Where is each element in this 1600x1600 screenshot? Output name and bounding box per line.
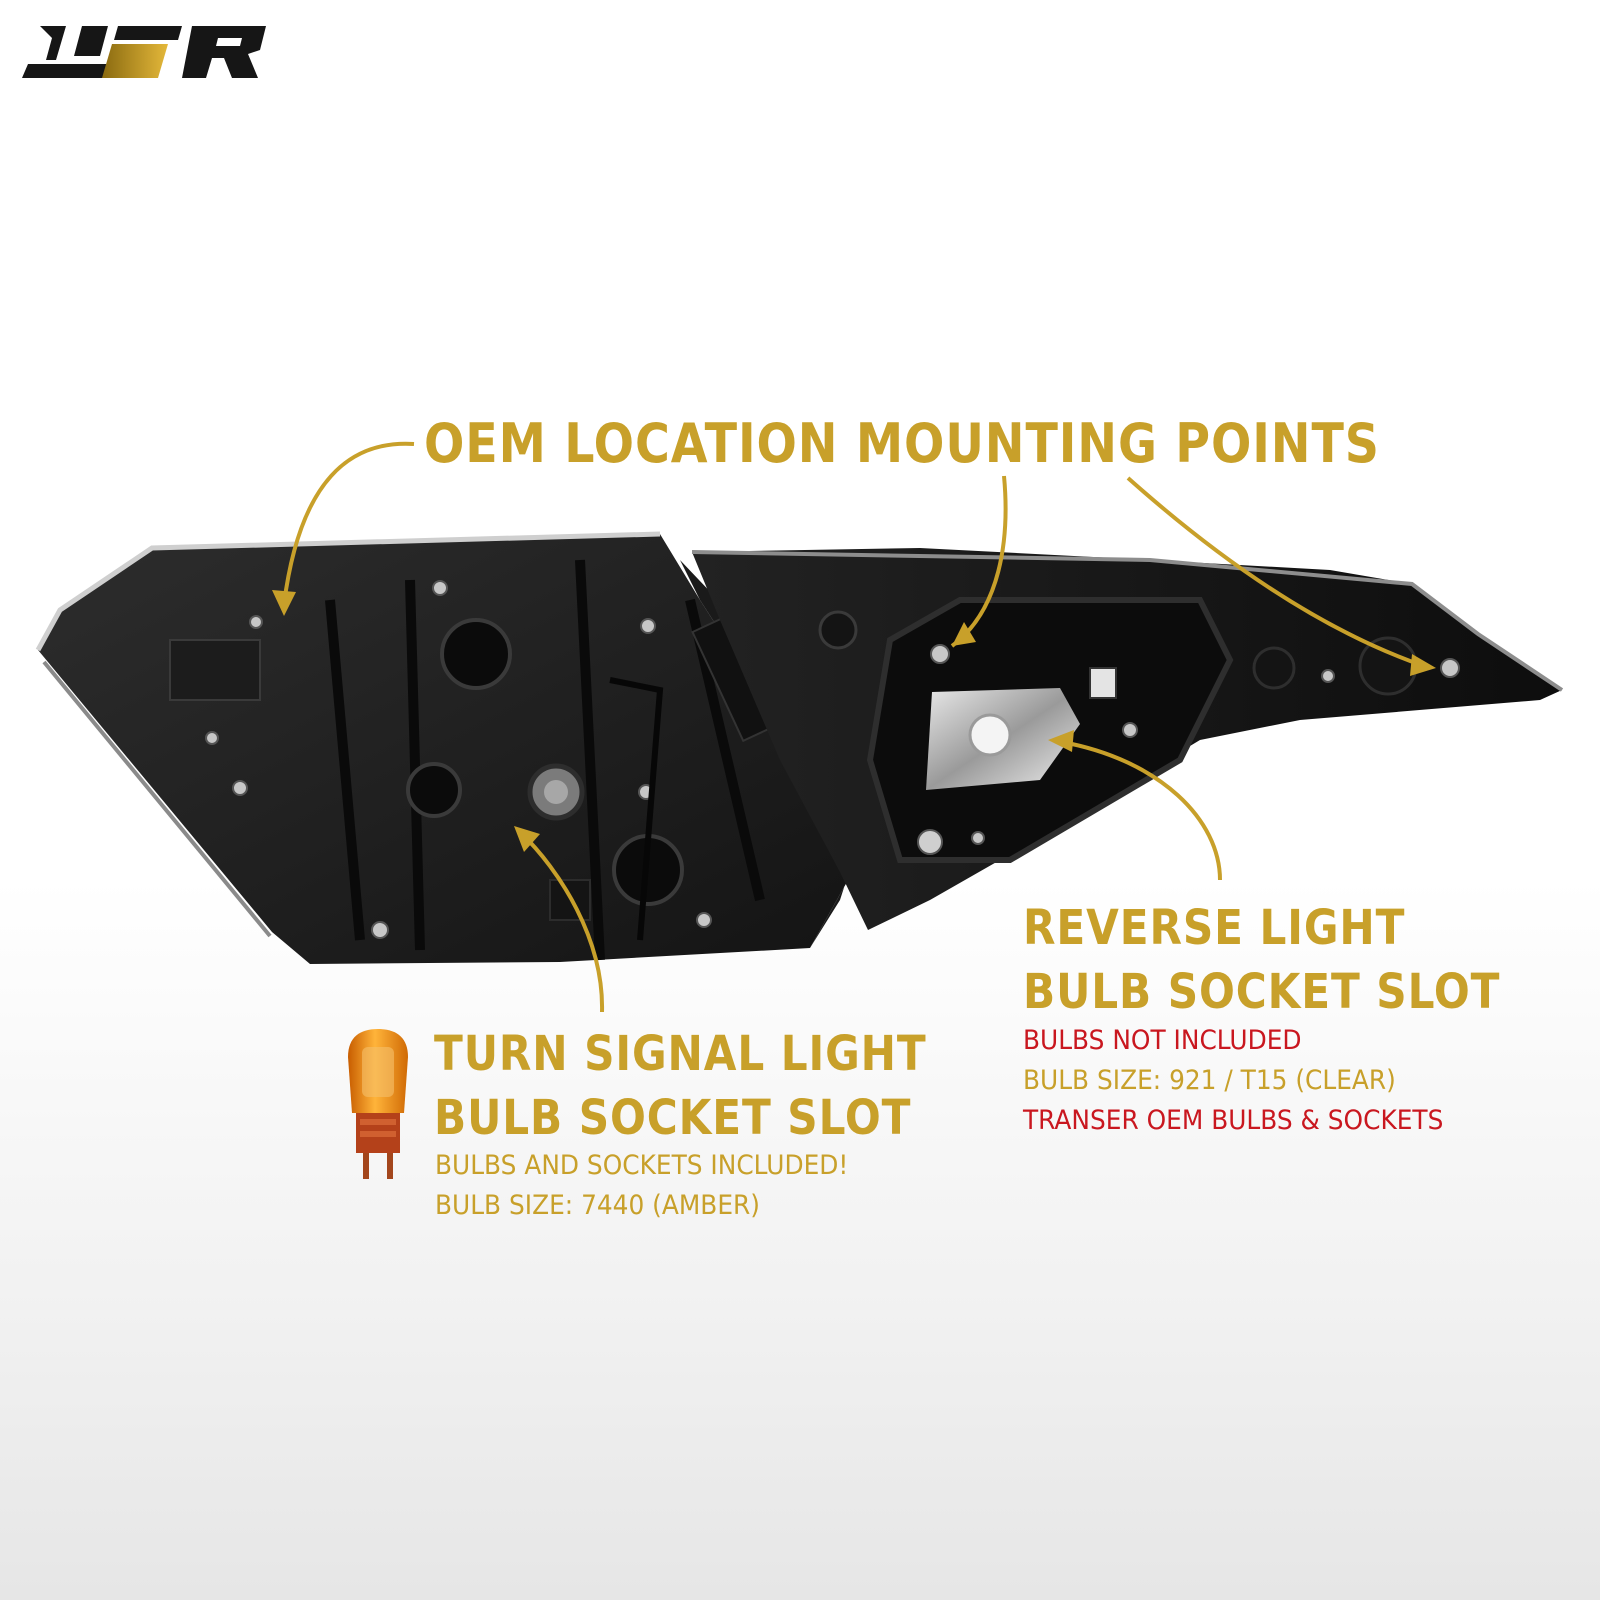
amber-bulb-icon — [348, 1029, 408, 1179]
turn-signal-title: TURN SIGNAL LIGHT BULB SOCKET SLOT — [434, 1022, 927, 1150]
turn-signal-title-line1: TURN SIGNAL LIGHT — [434, 1026, 927, 1082]
turn-signal-note-included: BULBS AND SOCKETS INCLUDED! — [435, 1150, 849, 1181]
reverse-note-bulb-size: BULB SIZE: 921 / T15 (CLEAR) — [1023, 1065, 1396, 1096]
reverse-light-title-line2: BULB SOCKET SLOT — [1023, 964, 1501, 1020]
usr-logo-icon — [22, 26, 266, 78]
turn-signal-title-line2: BULB SOCKET SLOT — [434, 1090, 912, 1146]
reverse-note-not-included: BULBS NOT INCLUDED — [1023, 1025, 1302, 1056]
reverse-note-transfer: TRANSER OEM BULBS & SOCKETS — [1023, 1105, 1444, 1136]
tail-light-inner-section — [691, 548, 1564, 930]
oem-mounting-points-label: OEM LOCATION MOUNTING POINTS — [424, 412, 1380, 475]
callout-arrow-icon — [282, 441, 1425, 1013]
reverse-light-title: REVERSE LIGHT BULB SOCKET SLOT — [1023, 896, 1500, 1024]
turn-signal-note-bulb-size: BULB SIZE: 7440 (AMBER) — [435, 1190, 760, 1221]
reverse-light-title-line1: REVERSE LIGHT — [1023, 900, 1406, 956]
tail-light-outer-section — [35, 531, 848, 964]
callout-arrowheads — [272, 590, 1436, 852]
